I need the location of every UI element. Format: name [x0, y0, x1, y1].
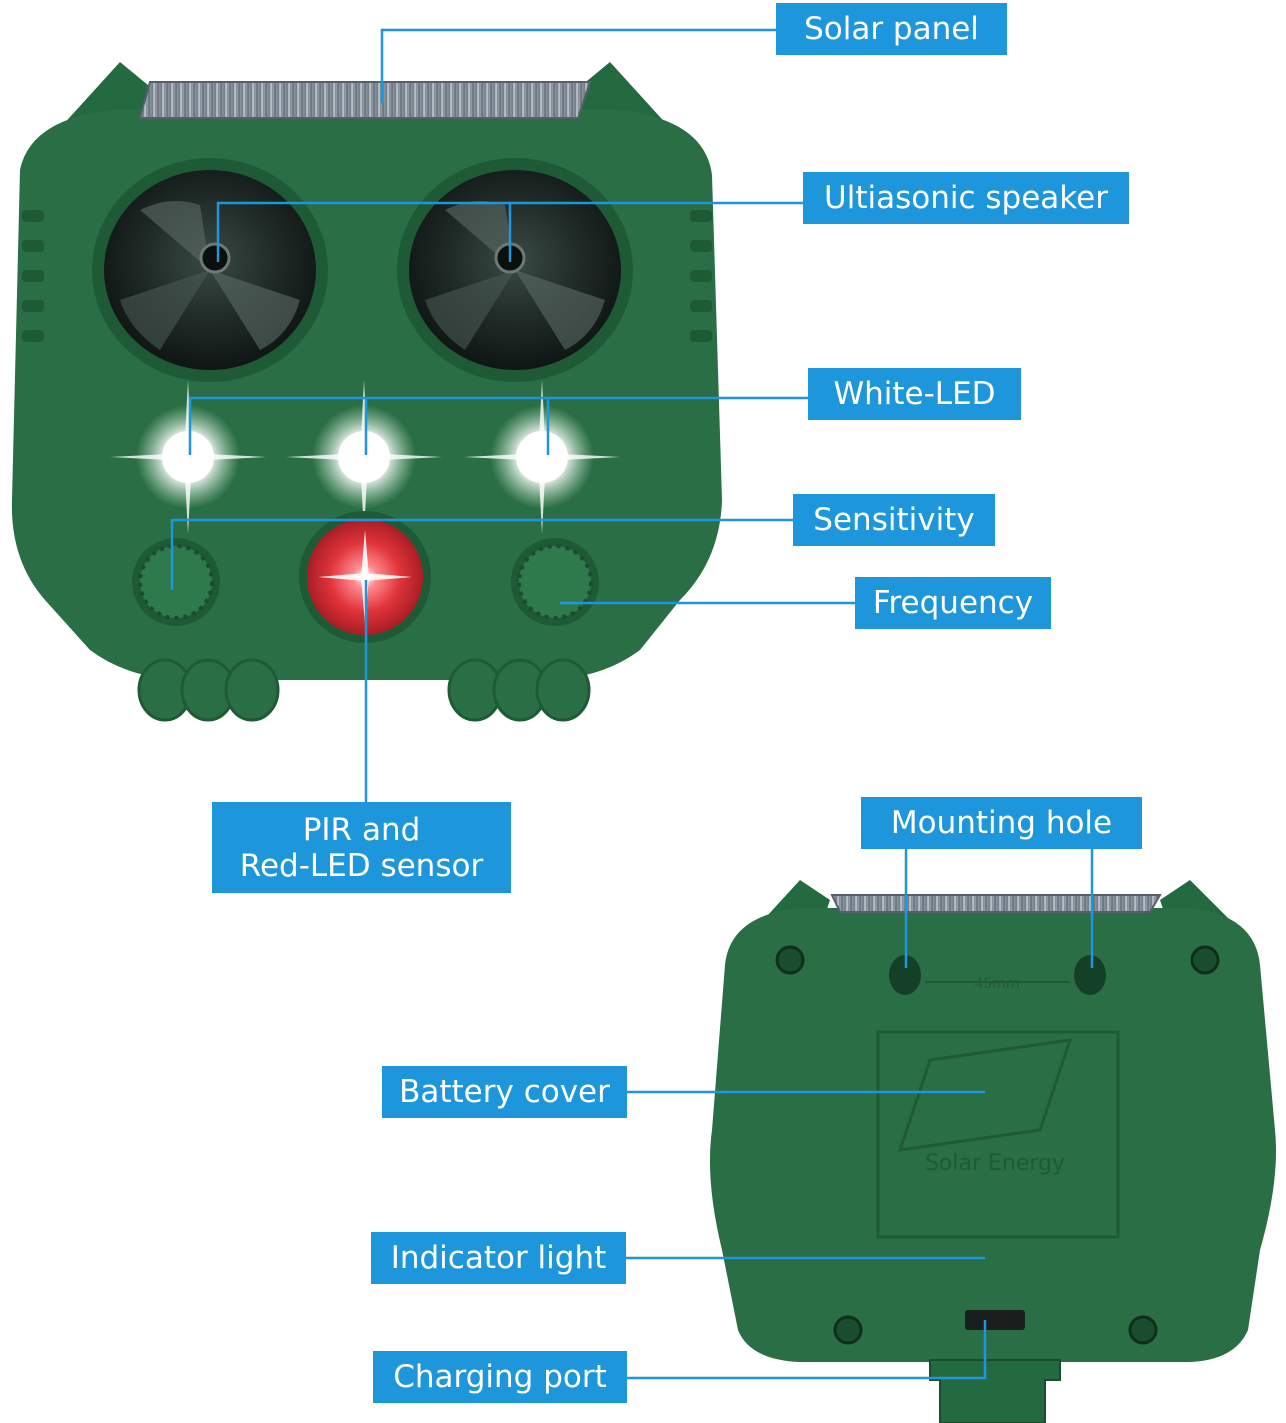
label-mounting-hole: Mounting hole: [861, 797, 1142, 849]
charging-port-housing: [929, 1359, 1061, 1423]
back-solar-panel: [830, 894, 1162, 913]
sensitivity-knob: [132, 538, 220, 626]
leader-lines: [170, 28, 1094, 1380]
solar-energy-text: Solar Energy: [925, 1151, 1065, 1176]
solar-panel: [138, 81, 592, 119]
leader-solar-panel: [380, 28, 776, 103]
battery-cover-panel: [876, 1030, 1120, 1239]
label-pir-line2: Red-LED sensor: [239, 847, 484, 884]
mounting-holes: 45mm: [889, 955, 1106, 995]
leader-white-led: [188, 396, 808, 455]
mounting-spacing-text: 45mm: [974, 976, 1019, 992]
label-ultrasonic-speaker: Ultiasonic speaker: [803, 172, 1129, 224]
label-battery-cover: Battery cover: [382, 1066, 627, 1118]
label-pir-sensor: PIR and Red-LED sensor: [212, 802, 511, 893]
front-feet: [137, 658, 591, 722]
label-charging-port: Charging port: [373, 1351, 627, 1403]
screws: [775, 945, 1220, 1345]
label-white-led: White-LED: [808, 368, 1021, 420]
pir-sensor: [299, 511, 431, 643]
label-sensitivity: Sensitivity: [793, 494, 995, 546]
back-view: 45mm Solar Energy: [709, 880, 1276, 1423]
label-pir-line1: PIR and: [302, 811, 421, 848]
leader-mounting-hole: [904, 848, 1094, 968]
white-led-left: [110, 380, 266, 534]
right-speaker: [397, 158, 633, 382]
frequency-knob: [511, 538, 599, 626]
indicator-window: [965, 1310, 1025, 1330]
leader-sensitivity: [170, 518, 793, 590]
label-indicator-light: Indicator light: [371, 1232, 626, 1284]
left-grip-ridges: [22, 210, 44, 342]
leader-charging-port: [626, 1320, 987, 1380]
white-led-center: [286, 380, 442, 534]
label-frequency: Frequency: [855, 577, 1051, 629]
back-housing: [709, 908, 1276, 1362]
right-grip-ridges: [690, 210, 712, 342]
label-solar-panel: Solar panel: [776, 3, 1007, 55]
white-led-right: [464, 380, 620, 534]
front-view: [11, 62, 722, 722]
left-speaker: [92, 158, 328, 382]
leader-ultrasonic: [216, 201, 803, 262]
